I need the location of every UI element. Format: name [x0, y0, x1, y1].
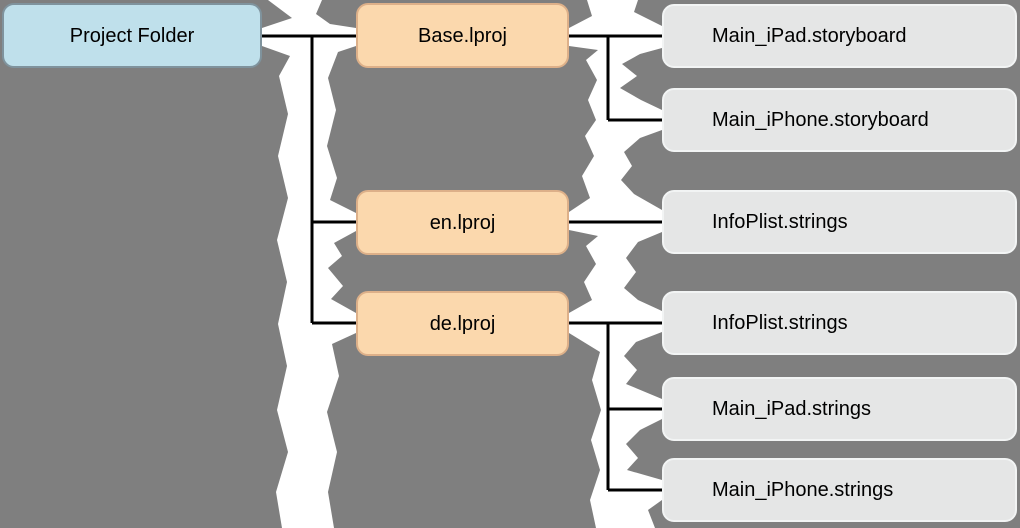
torn-paper-right-band	[569, 0, 662, 528]
torn-paper-left-band	[262, 0, 356, 528]
infoplist-strings-de-node: InfoPlist.strings	[662, 291, 1017, 355]
main-ipad-storyboard-node: Main_iPad.storyboard	[662, 4, 1017, 68]
connector-lines	[262, 34, 664, 492]
main-iphone-storyboard-node: Main_iPhone.storyboard	[662, 88, 1017, 152]
main-iphone-strings-node: Main_iPhone.strings	[662, 458, 1017, 522]
project-folder-node: Project Folder	[2, 3, 262, 68]
infoplist-strings-en-node: InfoPlist.strings	[662, 190, 1017, 254]
en-lproj-node: en.lproj	[356, 190, 569, 255]
main-ipad-strings-node: Main_iPad.strings	[662, 377, 1017, 441]
de-lproj-node: de.lproj	[356, 291, 569, 356]
base-lproj-node: Base.lproj	[356, 3, 569, 68]
